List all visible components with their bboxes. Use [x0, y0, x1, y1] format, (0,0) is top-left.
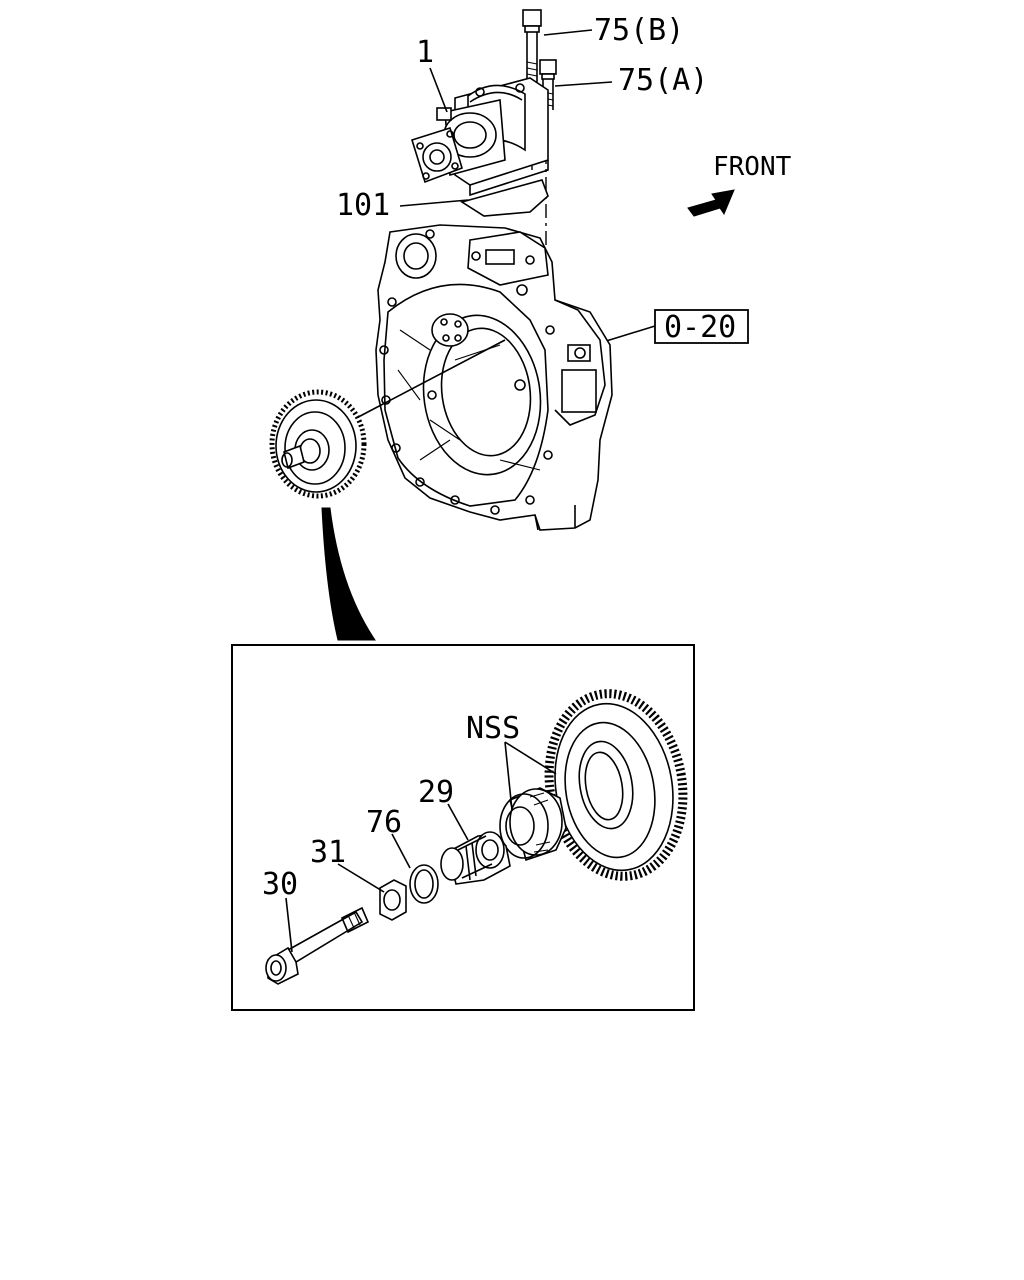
- label-part-1: 1: [416, 35, 434, 70]
- nut-31: [379, 879, 407, 921]
- label-part-30: 30: [262, 867, 298, 902]
- shaft-29: [440, 831, 511, 885]
- label-ref-0-20: 0-20: [664, 310, 736, 345]
- gasket-101: [460, 179, 549, 217]
- detail-frame: [231, 644, 695, 1011]
- label-part-101: 101: [336, 188, 390, 223]
- idler-gear-large: [544, 689, 688, 881]
- front-label: FRONT: [713, 152, 792, 182]
- label-nss: NSS: [466, 711, 520, 746]
- bolt-75b: [522, 9, 542, 170]
- flywheel-housing: [375, 224, 613, 531]
- idler-gear-small: [269, 389, 367, 499]
- label-part-76: 76: [366, 805, 402, 840]
- label-part-31: 31: [310, 835, 346, 870]
- label-part-29: 29: [418, 775, 454, 810]
- bolt-30: [265, 906, 370, 985]
- label-part-75b: 75(B): [594, 13, 684, 48]
- front-arrow-icon: [687, 189, 735, 217]
- detail-callout-arrow: [321, 507, 376, 641]
- bearing-nss: [499, 787, 567, 862]
- reference-box-0-20: 0-20: [654, 309, 749, 345]
- snap-ring-76: [409, 864, 439, 904]
- pto-housing: [411, 77, 549, 197]
- label-part-75a: 75(A): [618, 63, 708, 98]
